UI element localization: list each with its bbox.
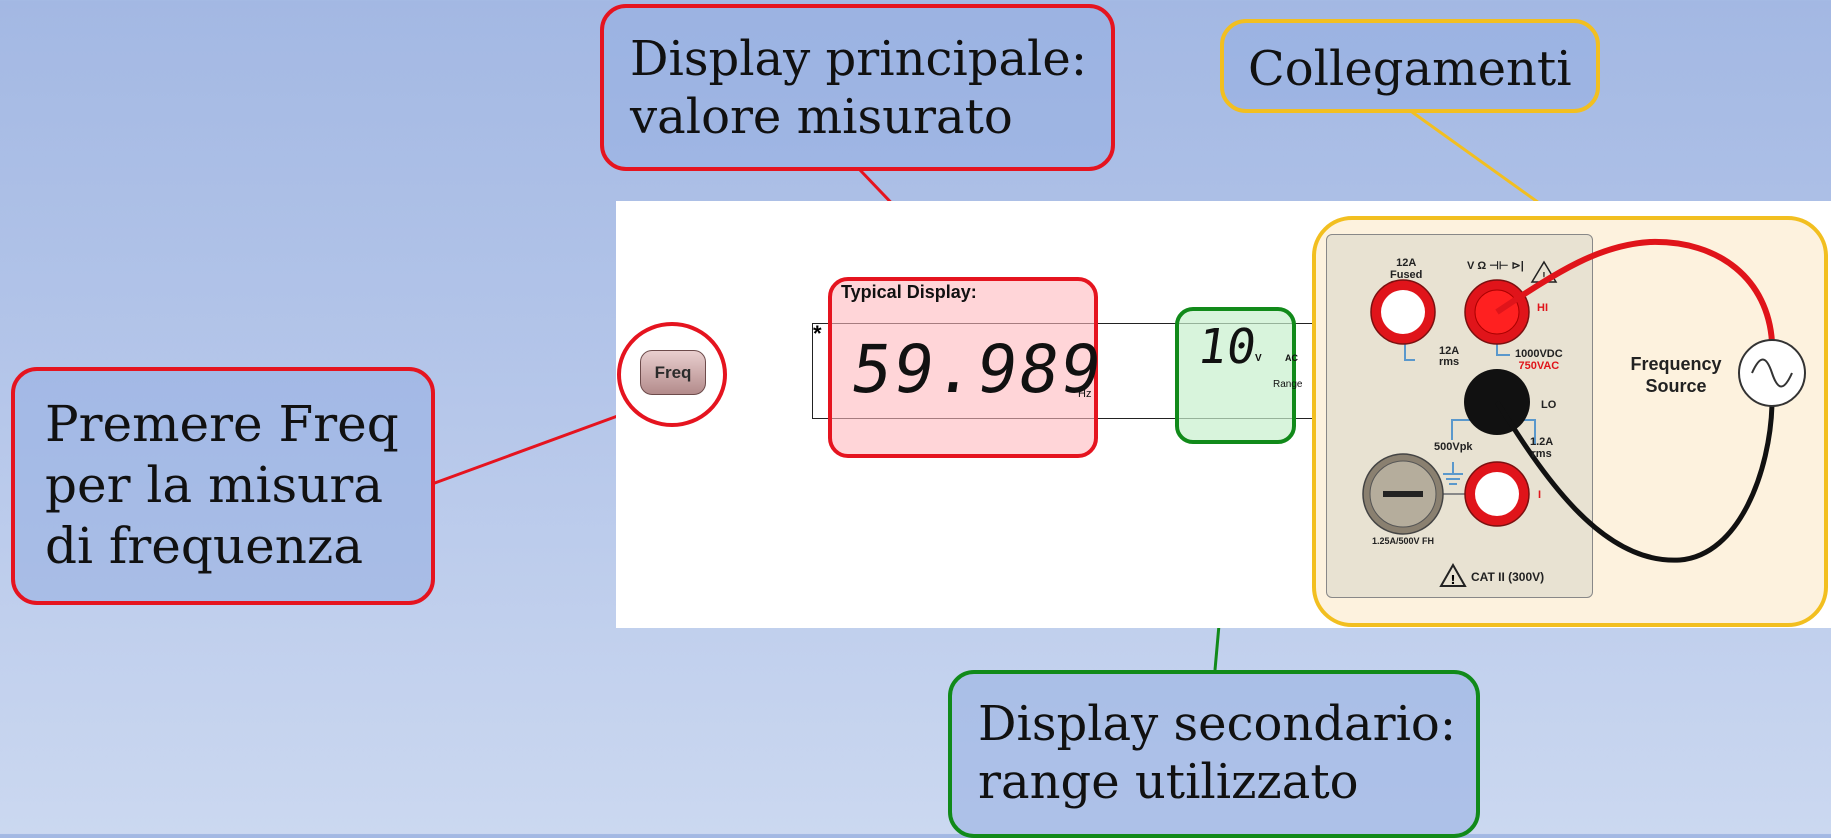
- main-unit: Hz: [1078, 388, 1092, 400]
- callout-freq-line3: di frequenza: [45, 517, 364, 575]
- callout-connections: Collegamenti: [1220, 19, 1600, 113]
- svg-text:!: !: [1542, 270, 1546, 283]
- terminal-plate: [1326, 234, 1593, 598]
- rms-label-2: rms: [1439, 356, 1460, 368]
- vac-label: 750VAC: [1518, 360, 1560, 372]
- wire-12a: [1404, 338, 1415, 361]
- secondary-display-highlight: [1175, 307, 1296, 444]
- callout-main-display: Display principale: valore misurato: [600, 4, 1115, 171]
- rms2-label-2: rms: [1531, 448, 1552, 460]
- range-label: Range: [1273, 379, 1303, 390]
- cat-label: CAT II (300V): [1471, 570, 1545, 584]
- callout-freq-instruction: Premere Freq per la misura di frequenza: [11, 367, 435, 605]
- function-symbols: V Ω ⊣⊢ ⊳|: [1467, 260, 1524, 272]
- main-display-highlight: [828, 277, 1098, 458]
- callout-secondary-line2: range utilizzato: [978, 754, 1359, 810]
- freq-button-label: Freq: [654, 362, 692, 382]
- hi-label: HI: [1537, 302, 1548, 314]
- i-label: I: [1538, 489, 1542, 501]
- ac-source-icon: [1738, 339, 1806, 407]
- freq-button[interactable]: Freq: [640, 350, 706, 395]
- fuse-holder-icon: [1362, 453, 1444, 535]
- callout-secondary-line1: Display secondario:: [978, 696, 1456, 752]
- wire-lo: [1451, 419, 1475, 440]
- source-label-1: Frequency: [1630, 354, 1722, 374]
- vpk-label: 500Vpk: [1434, 441, 1473, 453]
- ground-icon: [1443, 462, 1463, 485]
- display-asterisk: *: [813, 321, 822, 346]
- wire-i: [1520, 419, 1536, 445]
- terminal-12a-fused[interactable]: [1370, 279, 1436, 345]
- callout-secondary-display: Display secondario: range utilizzato: [948, 670, 1480, 838]
- cat-warning-icon: !: [1439, 562, 1467, 587]
- source-label-2: Source: [1645, 376, 1707, 396]
- freq-button-highlight: [617, 322, 727, 427]
- fuse-label: 1.25A/500V FH: [1372, 536, 1435, 546]
- rms-label-1: 12A: [1439, 345, 1460, 357]
- terminal-i[interactable]: [1464, 461, 1530, 527]
- rms2-label-1: 1.2A: [1530, 436, 1554, 448]
- callout-freq-line1: Premere Freq: [45, 395, 399, 453]
- connector-freq: [431, 408, 635, 486]
- fused-label-1: 12A: [1396, 257, 1417, 269]
- vdc-label: 1000VDC: [1515, 348, 1563, 360]
- callout-main-display-line2: valore misurato: [630, 89, 1013, 145]
- instrument-panel: * Typical Display: 59.989 Hz 10 V AC Ran…: [616, 201, 1831, 628]
- svg-text:!: !: [1450, 573, 1455, 587]
- red-test-lead: [1495, 238, 1775, 343]
- callout-connections-label: Collegamenti: [1248, 41, 1572, 97]
- ac-label: AC: [1285, 353, 1298, 363]
- typical-display-label: Typical Display:: [841, 282, 977, 302]
- lo-label: LO: [1541, 399, 1557, 411]
- callout-freq-line2: per la misura: [45, 456, 384, 514]
- callout-main-display-line1: Display principale:: [630, 31, 1087, 87]
- connector-connections: [1411, 110, 1561, 220]
- black-test-lead: [1494, 400, 1775, 563]
- secondary-unit: V: [1255, 353, 1262, 364]
- fused-label-2: Fused: [1390, 269, 1423, 281]
